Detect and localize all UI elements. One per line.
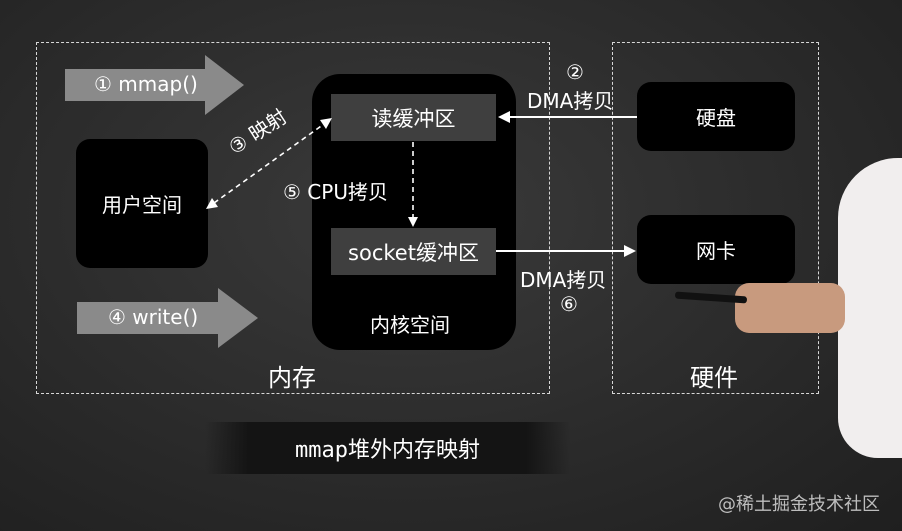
kernel-space-label: 内核空间: [370, 313, 450, 337]
mmap-call-label: ① mmap(): [94, 72, 198, 96]
watermark: @稀土掘金技术社区: [718, 494, 880, 515]
read-buffer-box: 读缓冲区: [331, 94, 496, 141]
user-space-label: 用户空间: [102, 193, 182, 217]
cpu-copy-label: ⑤ CPU拷贝: [283, 180, 388, 204]
socket-buffer-box: socket缓冲区: [331, 228, 496, 275]
socket-buffer-label: socket缓冲区: [348, 240, 479, 265]
caption-text: mmap堆外内存映射: [295, 438, 480, 463]
presenter-figure: [838, 158, 902, 458]
write-call-label: ④ write(): [108, 305, 199, 329]
user-space-box: 用户空间: [76, 139, 208, 268]
dma-in-label: DMA拷贝: [527, 89, 614, 113]
dma-in-number: ②: [566, 60, 584, 84]
disk-box: 硬盘: [637, 82, 795, 151]
read-buffer-label: 读缓冲区: [371, 106, 456, 131]
dma-out-label: DMA拷贝: [520, 268, 607, 292]
disk-label: 硬盘: [696, 106, 736, 130]
nic-label: 网卡: [696, 239, 736, 263]
presenter-hand: [735, 283, 845, 333]
hardware-region: [612, 42, 819, 394]
dma-out-number: ⑥: [560, 292, 578, 316]
hardware-region-label: 硬件: [690, 364, 738, 392]
nic-box: 网卡: [637, 215, 795, 284]
memory-region-label: 内存: [268, 364, 316, 392]
memory-region: [36, 42, 550, 394]
caption-bar: mmap堆外内存映射: [205, 422, 570, 474]
